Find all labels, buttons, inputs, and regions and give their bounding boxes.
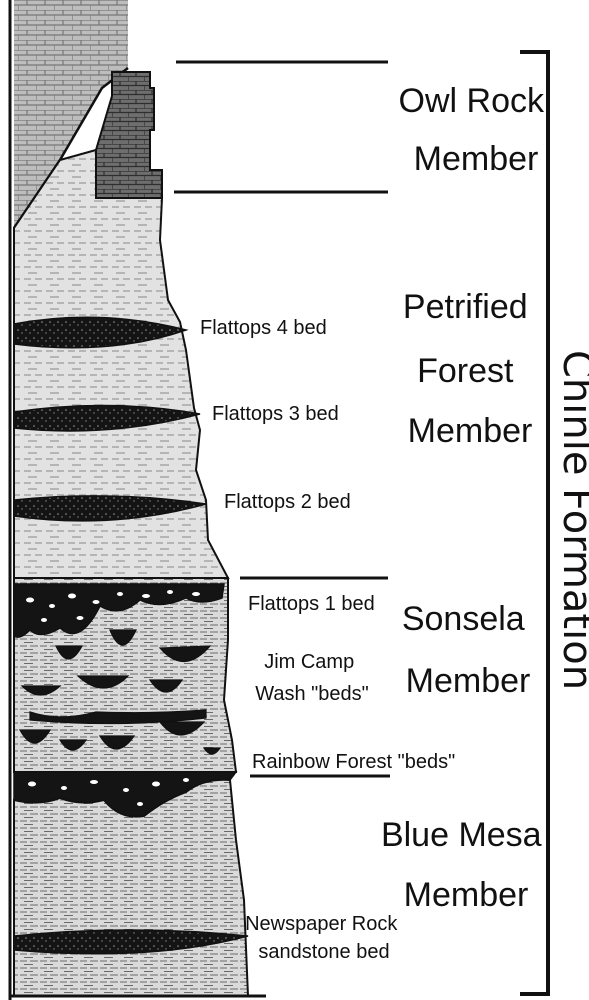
bed-label-flattops-1: Flattops 1 bed (248, 593, 375, 615)
formation-label-chinle: Chinle Formation (554, 350, 589, 690)
bed-label-flattops-2: Flattops 2 bed (224, 491, 351, 513)
member-label-petrified-forest: Petrified Forest Member (403, 288, 537, 450)
bed-label-flattops-3: Flattops 3 bed (212, 403, 339, 425)
bed-label-rainbow-forest: Rainbow Forest "beds" (252, 751, 455, 773)
bed-label-flattops-4: Flattops 4 bed (200, 317, 327, 339)
